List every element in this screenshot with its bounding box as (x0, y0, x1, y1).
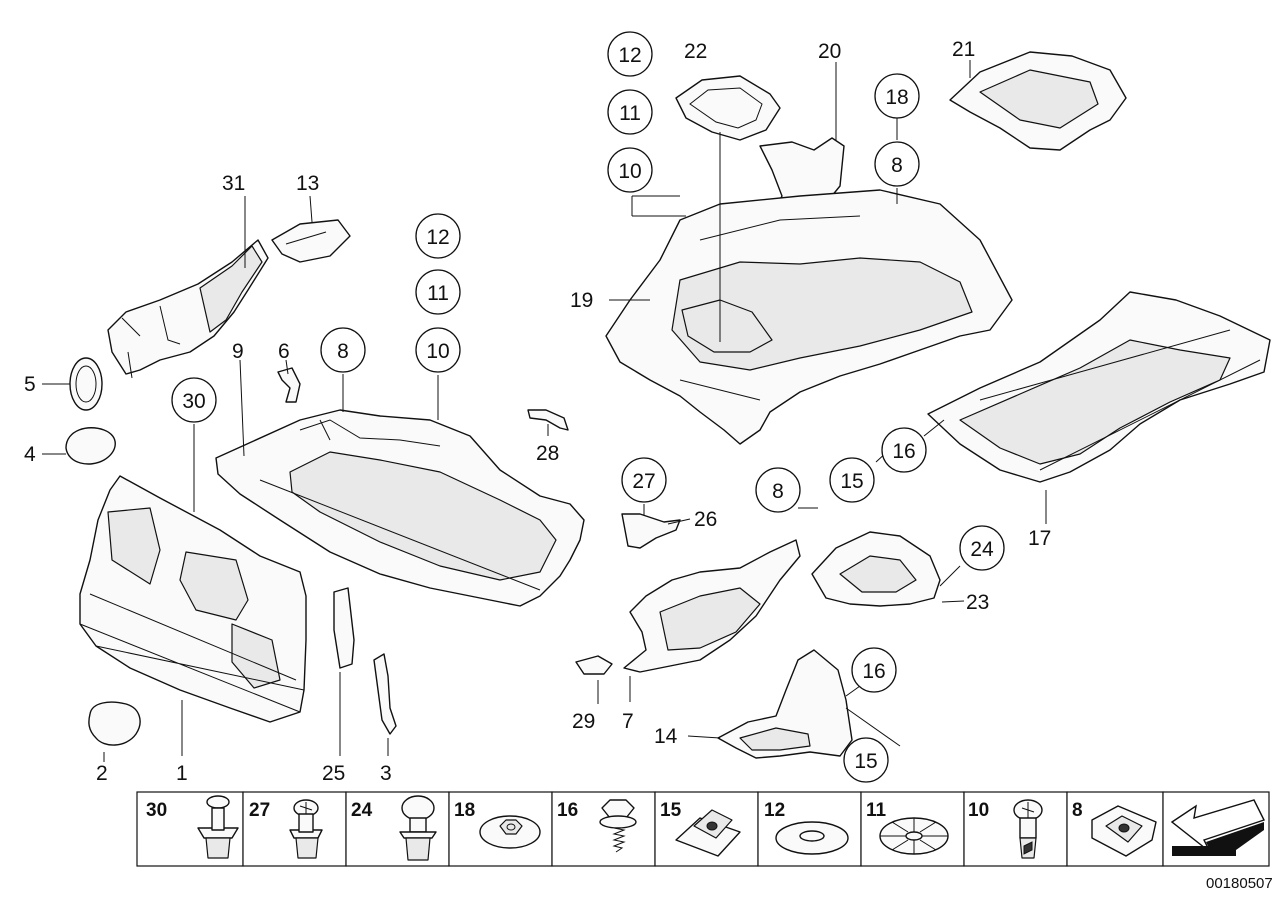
part-4-cap (65, 427, 116, 465)
callout-11-front: 11 (427, 282, 449, 305)
spreading-rivet-icon (1013, 799, 1043, 859)
callout-19: 19 (570, 289, 593, 312)
part-7-side-panel (623, 539, 801, 673)
callout-27: 27 (632, 470, 655, 493)
callout-12-front: 12 (426, 226, 449, 249)
callout-12-rear: 12 (618, 44, 641, 67)
callout-23: 23 (966, 591, 989, 614)
callout-24: 24 (970, 538, 994, 561)
callout-3: 3 (380, 762, 392, 785)
callouts: 31 13 9 6 5 4 2 1 25 3 28 22 20 21 19 17… (24, 31, 1051, 785)
callout-30: 30 (182, 390, 205, 413)
callout-25: 25 (322, 762, 345, 785)
screw-rivet-icon (289, 799, 323, 859)
clip-nut-icon (675, 809, 741, 857)
callout-21: 21 (952, 38, 975, 61)
callout-5: 5 (24, 373, 36, 396)
callout-11-rear: 11 (619, 102, 641, 125)
leader-lines (42, 60, 1047, 762)
callout-17: 17 (1028, 527, 1051, 550)
part-25-strip (333, 587, 355, 669)
fastener-label-30: 30 (146, 800, 167, 821)
part-5-clamp-ring (69, 357, 103, 411)
part-31-air-duct (107, 239, 269, 379)
callout-26: 26 (694, 508, 717, 531)
direction-arrow-icon (1170, 799, 1265, 856)
fastener-label-16: 16 (557, 800, 578, 821)
fastener-strip: 30 27 24 18 16 15 12 11 10 8 (136, 791, 1270, 867)
callout-22: 22 (684, 40, 707, 63)
callout-8-rear: 8 (891, 154, 903, 177)
callout-7: 7 (622, 710, 634, 733)
callout-15-rear: 15 (840, 470, 863, 493)
part-6-clip (277, 367, 301, 403)
part-17-rear-shield (927, 291, 1271, 483)
part-1-front-carrier (79, 475, 307, 723)
part-28-bracket (527, 409, 569, 431)
push-rivet-icon (197, 795, 239, 859)
fastener-label-11: 11 (866, 800, 887, 821)
part-3-bracket (373, 653, 397, 735)
callout-18: 18 (885, 86, 908, 109)
part-23-bracket (811, 531, 941, 607)
callout-4: 4 (24, 443, 36, 466)
callout-2: 2 (96, 762, 108, 785)
part-9-front-shield (215, 409, 585, 607)
part-21-air-duct (949, 51, 1127, 151)
callout-20: 20 (818, 40, 841, 63)
callout-15-side: 15 (854, 750, 877, 773)
part-13-cover-plate (271, 219, 351, 263)
callout-16-rear: 16 (892, 440, 915, 463)
document-number: 00180507 (1206, 875, 1273, 892)
part-26-bracket (621, 513, 681, 549)
callout-28: 28 (536, 442, 559, 465)
part-22-frame (675, 75, 781, 141)
part-29-clip (575, 655, 613, 675)
fastener-label-12: 12 (764, 800, 785, 821)
callout-10-front: 10 (426, 340, 449, 363)
flange-nut-icon (479, 815, 541, 849)
hex-bolt-icon (599, 799, 637, 853)
fastener-label-15: 15 (660, 800, 682, 821)
part-14-wheel-liner (717, 649, 853, 759)
callout-14: 14 (654, 725, 678, 748)
callout-8-side: 8 (772, 480, 784, 503)
callout-9: 9 (232, 340, 244, 363)
fastener-label-27: 27 (249, 800, 270, 821)
fastener-label-8: 8 (1072, 800, 1083, 821)
callout-31: 31 (222, 172, 245, 195)
callout-6: 6 (278, 340, 290, 363)
callout-8-front: 8 (337, 340, 349, 363)
expanding-rivet-icon (399, 795, 437, 861)
callout-29: 29 (572, 710, 595, 733)
fastener-label-10: 10 (968, 800, 989, 821)
washer-icon (775, 821, 849, 855)
star-washer-icon (879, 817, 949, 855)
callout-10-rear: 10 (618, 160, 641, 183)
callout-1: 1 (176, 762, 188, 785)
part-2-cap (88, 701, 141, 746)
fastener-label-24: 24 (351, 800, 373, 821)
fastener-label-18: 18 (454, 800, 475, 821)
callout-16-side: 16 (862, 660, 885, 683)
callout-13: 13 (296, 172, 319, 195)
speed-nut-icon (1091, 805, 1157, 857)
